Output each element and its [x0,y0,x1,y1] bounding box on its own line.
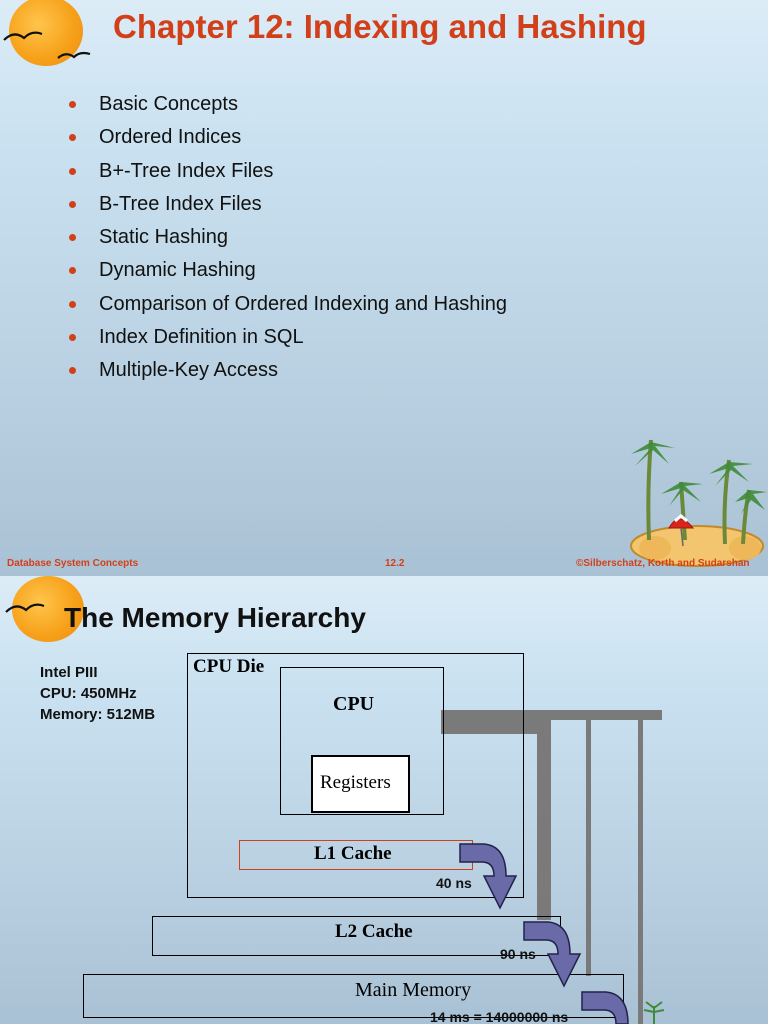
birds-logo [5,603,45,613]
list-item: Dynamic Hashing [66,255,507,288]
list-item: Basic Concepts [66,89,507,122]
hardware-specs: Intel PIII CPU: 450MHz Memory: 512MB [40,664,156,723]
main-memory-box [83,974,624,1018]
bullet-dot [69,101,76,108]
list-item: Ordered Indices [66,122,507,155]
list-item: B-Tree Index Files [66,189,507,222]
cpu-label: CPU [333,693,375,715]
birds-logo [3,31,91,59]
arrow-l2-to-memory-icon [523,921,582,988]
latency-main-memory: 14 ms = 14000000 ns [430,1009,569,1024]
list-item: Multiple-Key Access [66,355,507,388]
bus-horizontal-top [441,710,662,720]
list-item: B+-Tree Index Files [66,156,507,189]
list-item: Static Hashing [66,222,507,255]
latency-l2: 90 ns [500,946,536,962]
arrow-l1-to-l2-icon [459,843,518,910]
cpu-die-label: CPU Die [193,656,265,677]
l1-cache-label: L1 Cache [314,843,392,864]
cpu-box [280,667,444,815]
slide-chapter-outline: Chapter 12: Indexing and Hashing Basic C… [0,0,768,576]
bullet-dot [69,334,76,342]
bus-vertical-l2 [537,720,551,920]
arrow-memory-to-disk-icon [581,991,629,1024]
footer-copyright: ©Silberschatz, Korth and Sudarshan [576,558,750,569]
main-memory-label: Main Memory [355,979,472,1001]
bullet-dot [69,200,76,208]
footer-page-number: 12.2 [385,558,405,569]
latency-l1: 40 ns [436,875,472,891]
list-item: Comparison of Ordered Indexing and Hashi… [66,289,507,322]
bus-vertical-disk [638,720,643,1024]
page-title: Chapter 12: Indexing and Hashing [113,8,647,45]
bus-vertical-memory [586,720,591,976]
bullet-dot [69,367,76,375]
island-illustration [630,439,767,567]
page-title: The Memory Hierarchy [64,602,366,633]
palm-tip-illustration [643,1001,665,1024]
cpu-die-box [187,653,524,898]
footer-source: Database System Concepts [7,558,139,569]
bullet-dot [69,167,76,175]
registers-box [311,755,410,813]
list-item: Index Definition in SQL [66,322,507,355]
slide-memory-hierarchy: The Memory Hierarchy Intel PIII CPU: 450… [0,576,768,1024]
registers-label: Registers [320,772,391,793]
bullet-dot [69,300,76,308]
bullet-dot [69,134,76,142]
l2-cache-label: L2 Cache [335,921,413,942]
topic-list: Basic Concepts Ordered Indices B+-Tree I… [66,89,507,389]
bullet-dot [69,267,76,275]
bullet-dot [69,234,76,242]
